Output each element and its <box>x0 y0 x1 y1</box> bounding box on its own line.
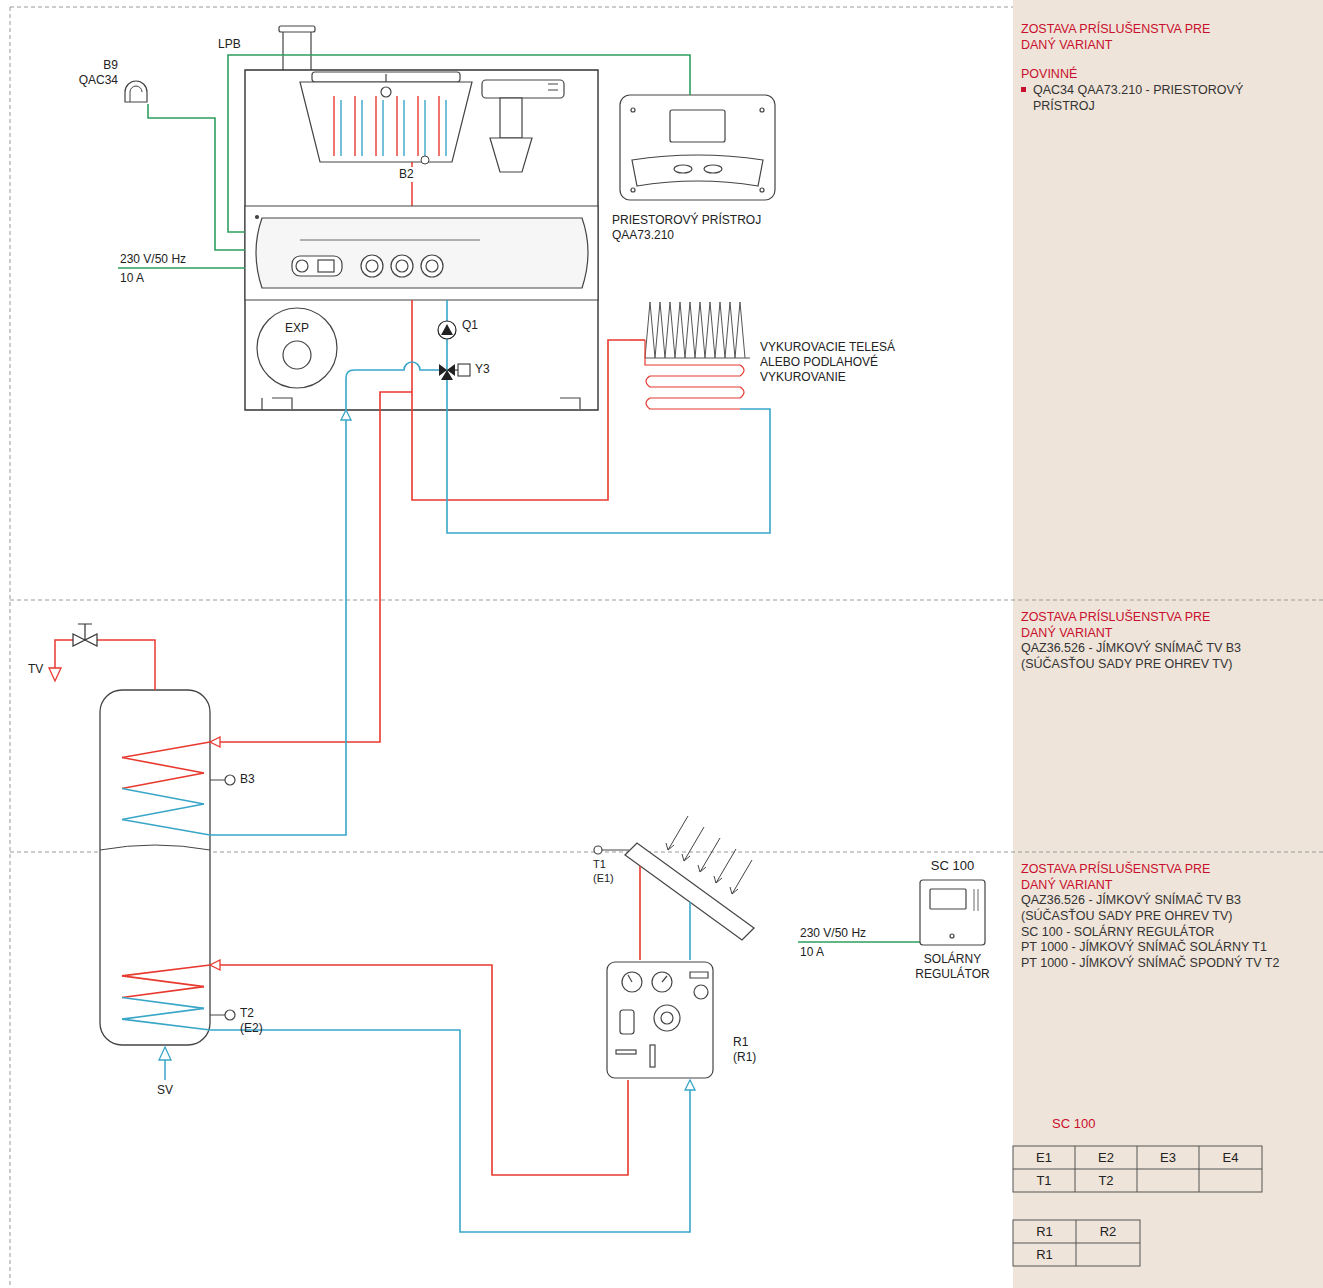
table-cell: R1 <box>1013 1220 1076 1243</box>
table-cell: E3 <box>1137 1146 1199 1169</box>
panel-text: SC 100 - SOLÁRNY REGULÁTOR <box>1021 925 1321 941</box>
panel-text: PT 1000 - JÍMKOVÝ SNÍMAČ SOLÁRNY T1 <box>1021 940 1321 956</box>
panel-text: PT 1000 - JÍMKOVÝ SNÍMAČ SPODNÝ TV T2 <box>1021 956 1321 972</box>
panel-text: QAZ36.526 - JÍMKOVÝ SNÍMAČ TV B3 (SÚČASŤ… <box>1021 893 1313 924</box>
solar-controller: SC 100SOLÁRNY REGULÁTOR <box>920 880 985 945</box>
power-label: 10 A <box>120 271 144 286</box>
solar-collector: T1 (E1) <box>605 840 755 945</box>
power-label: 230 V/50 Hz <box>120 252 186 267</box>
table-cell: T1 <box>1013 1169 1075 1192</box>
pump-station: R1 (R1) <box>605 960 715 1080</box>
outdoor-sensor: B9 QAC34 <box>124 80 148 104</box>
node-label: T1 (E1) <box>593 858 621 886</box>
pipe-connector <box>412 340 630 500</box>
bullet-mark <box>1021 87 1026 92</box>
node-label: B3 <box>240 772 270 787</box>
pipe-connector <box>210 410 346 835</box>
pipe-connector <box>210 965 628 1175</box>
node-label: SC 100 <box>910 858 995 874</box>
bullet-item: QAC34 QAA73.210 - PRIESTOROVÝ PRÍSTROJ <box>1021 83 1315 114</box>
table-cell: R2 <box>1076 1220 1140 1243</box>
panel-heading: ZOSTAVA PRÍSLUŠENSTVA PRE DANÝ VARIANT <box>1021 22 1211 53</box>
bus-label: LPB <box>218 37 241 52</box>
accessory-panel: ZOSTAVA PRÍSLUŠENSTVA PRE DANÝ VARIANTQA… <box>1013 600 1323 852</box>
pump-label: Q1 <box>462 318 478 333</box>
pipe-label: TV <box>28 662 43 677</box>
panel-text: POVINNÉ <box>1021 67 1315 83</box>
storage-tank: B3T2 (E2) <box>100 690 210 1045</box>
accessory-panel: ZOSTAVA PRÍSLUŠENSTVA PRE DANÝ VARIANT PO… <box>1013 0 1323 600</box>
pipe-connector <box>639 945 641 960</box>
node-label: T2 (E2) <box>240 1006 270 1036</box>
valve-label: Y3 <box>475 362 490 377</box>
table-cell: E2 <box>1075 1146 1137 1169</box>
signal-wire <box>228 55 690 232</box>
pipe-label: SV <box>157 1083 173 1098</box>
sensor-label: B2 <box>398 167 415 182</box>
pipe-connector <box>447 410 770 533</box>
pipe-connector <box>210 1030 690 1232</box>
panel-heading: ZOSTAVA PRÍSLUŠENSTVA PRE DANÝ VARIANT <box>1021 862 1211 893</box>
boiler: EXP <box>245 70 598 410</box>
node-label: PRIESTOROVÝ PRÍSTROJ QAA73.210 <box>612 213 787 243</box>
table-cell: E1 <box>1013 1146 1075 1169</box>
accessory-panel: ZOSTAVA PRÍSLUŠENSTVA PRE DANÝ VARIANTQA… <box>1013 852 1323 1102</box>
node-label: VYKUROVACIE TELESÁ ALEBO PODLAHOVÉ VYKUR… <box>760 340 920 385</box>
panel-text: QAZ36.526 - JÍMKOVÝ SNÍMAČ TV B3 (SÚČASŤ… <box>1021 641 1313 672</box>
power-label: 10 A <box>800 945 824 960</box>
node-label: B9 QAC34 <box>72 58 118 88</box>
panel-text: QAC34 QAA73.210 - PRIESTOROVÝ PRÍSTROJ <box>1033 83 1303 114</box>
room-unit: PRIESTOROVÝ PRÍSTROJ QAA73.210 <box>620 95 775 200</box>
pipe-connector <box>210 410 380 742</box>
table-cell: E4 <box>1199 1146 1262 1169</box>
node-label: EXP <box>277 321 317 336</box>
power-label: 230 V/50 Hz <box>800 926 866 941</box>
table-cell: R1 <box>1013 1243 1076 1266</box>
radiator-unit: VYKUROVACIE TELESÁ ALEBO PODLAHOVÉ VYKUR… <box>630 300 775 425</box>
table-cell: T2 <box>1075 1169 1137 1192</box>
node-label: R1 (R1) <box>733 1035 763 1065</box>
table-title: SC 100 <box>1052 1116 1095 1132</box>
node-label: SOLÁRNY REGULÁTOR <box>905 952 1000 982</box>
signal-wire <box>148 104 245 250</box>
panel-heading: ZOSTAVA PRÍSLUŠENSTVA PRE DANÝ VARIANT <box>1021 610 1211 641</box>
pipe-connector <box>689 945 691 960</box>
